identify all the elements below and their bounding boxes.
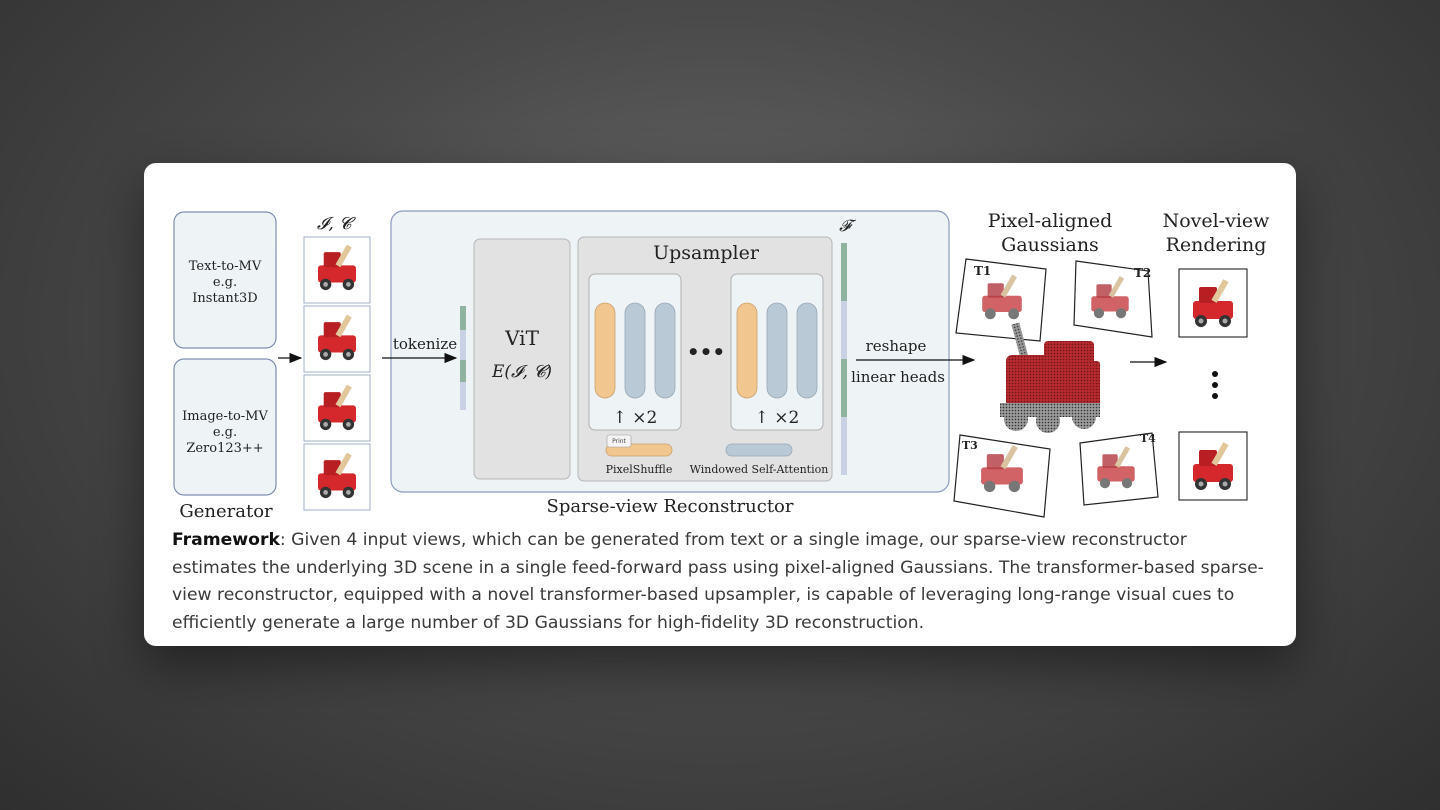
rendered-view-1 <box>1178 268 1248 338</box>
print-tag <box>606 434 632 448</box>
t4-label: T4 <box>1140 432 1156 445</box>
reconstructor-label: Sparse-view Reconstructor <box>546 496 793 517</box>
text-to-mv-box: Text-to-MV e.g. Instant3D <box>173 211 277 349</box>
upsampler-block: Upsampler ↑ ×2 ••• ↑ ×2 Print PixelShuff… <box>577 236 833 482</box>
caption-bold: Framework <box>172 530 280 550</box>
linear-heads-label: linear heads <box>851 368 945 386</box>
gaussian-view-t2: T2 <box>1073 260 1153 338</box>
attention-legend-swatch <box>725 443 793 457</box>
rendering-title-line1: Novel-view <box>1163 210 1271 232</box>
t3-label: T3 <box>962 439 978 452</box>
vit-formula: E(𝓘, 𝓒) <box>491 362 552 382</box>
figure-card: Text-to-MV e.g. Instant3D Image-to-MV e.… <box>144 163 1296 646</box>
image-to-mv-line3: Zero123++ <box>186 441 263 456</box>
vertical-ellipsis <box>1212 371 1218 399</box>
t1-label: T1 <box>974 264 991 278</box>
repeat-label-2: ↑ ×2 <box>755 408 800 428</box>
image-to-mv-box: Image-to-MV e.g. Zero123++ <box>173 358 277 496</box>
attention-legend-label: Windowed Self-Attention <box>690 463 829 476</box>
feature-strip <box>841 243 847 475</box>
input-view-2 <box>303 305 371 373</box>
image-to-mv-line1: Image-to-MV <box>182 409 268 424</box>
image-to-mv-line2: e.g. <box>213 425 237 440</box>
reshape-label: reshape <box>866 337 927 355</box>
repeat-label-1: ↑ ×2 <box>613 408 658 428</box>
text-to-mv-line2: e.g. <box>213 275 237 290</box>
t2-label: T2 <box>1134 266 1151 280</box>
caption-text: : Given 4 input views, which can be gene… <box>172 530 1264 633</box>
gaussian-view-t4: T4 <box>1079 432 1159 506</box>
gaussians-title-line1: Pixel-aligned <box>988 210 1113 232</box>
rendering-title-line2: Rendering <box>1166 234 1267 256</box>
pixelshuffle-legend-label: PixelShuffle <box>606 463 673 476</box>
input-view-4 <box>303 443 371 511</box>
upsampler-title: Upsampler <box>653 242 760 264</box>
framework-diagram: Text-to-MV e.g. Instant3D Image-to-MV e.… <box>144 163 1296 523</box>
input-view-1 <box>303 236 371 304</box>
tokenize-label: tokenize <box>393 335 457 353</box>
upsampler-ellipsis: ••• <box>687 340 725 364</box>
text-to-mv-line3: Instant3D <box>192 291 257 306</box>
vit-title: ViT <box>504 326 539 350</box>
gaussian-pointcloud-truck <box>1000 322 1100 433</box>
token-strip <box>460 306 466 410</box>
generator-label: Generator <box>179 501 273 522</box>
figure-caption: Framework: Given 4 input views, which ca… <box>172 527 1272 637</box>
rendered-view-2 <box>1178 431 1248 501</box>
vit-block: ViT E(𝓘, 𝓒) <box>473 238 571 480</box>
gaussian-view-t1: T1 <box>955 258 1047 342</box>
text-to-mv-line1: Text-to-MV <box>189 259 262 274</box>
inputs-label: 𝓘, 𝓒 <box>317 214 356 234</box>
input-view-3 <box>303 374 371 442</box>
gaussian-view-t3: T3 <box>953 434 1051 518</box>
gaussians-title-line2: Gaussians <box>1001 234 1099 256</box>
print-tag-label: Print <box>612 438 626 445</box>
